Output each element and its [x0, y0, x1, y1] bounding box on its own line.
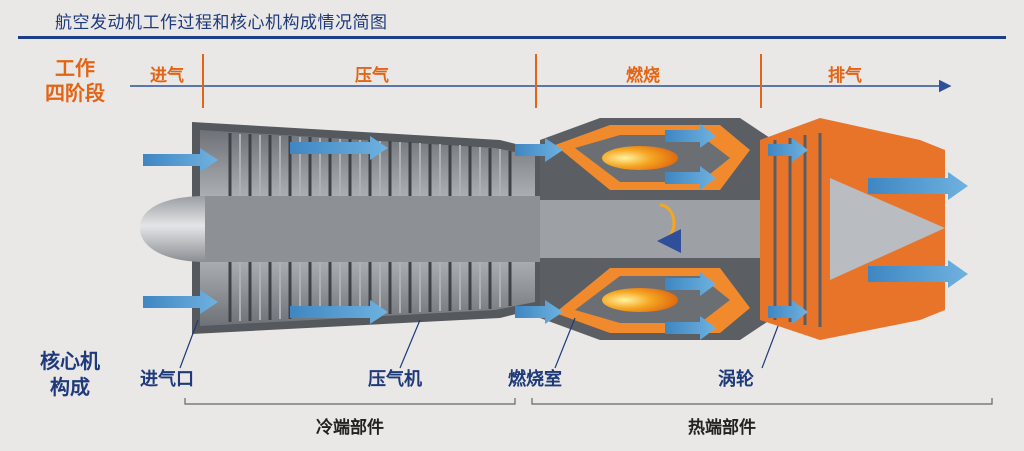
flame-top	[602, 146, 678, 170]
cold-section-bracket	[185, 398, 515, 404]
section-brackets	[185, 398, 992, 404]
leader-turbine	[762, 326, 778, 368]
main-shaft	[205, 196, 540, 262]
hot-section-bracket	[532, 398, 992, 404]
flame-bottom	[602, 288, 678, 312]
leader-compressor	[400, 320, 420, 368]
leader-inlet	[180, 320, 198, 368]
nose-cone	[140, 196, 205, 262]
combustor-shaft	[540, 200, 770, 258]
